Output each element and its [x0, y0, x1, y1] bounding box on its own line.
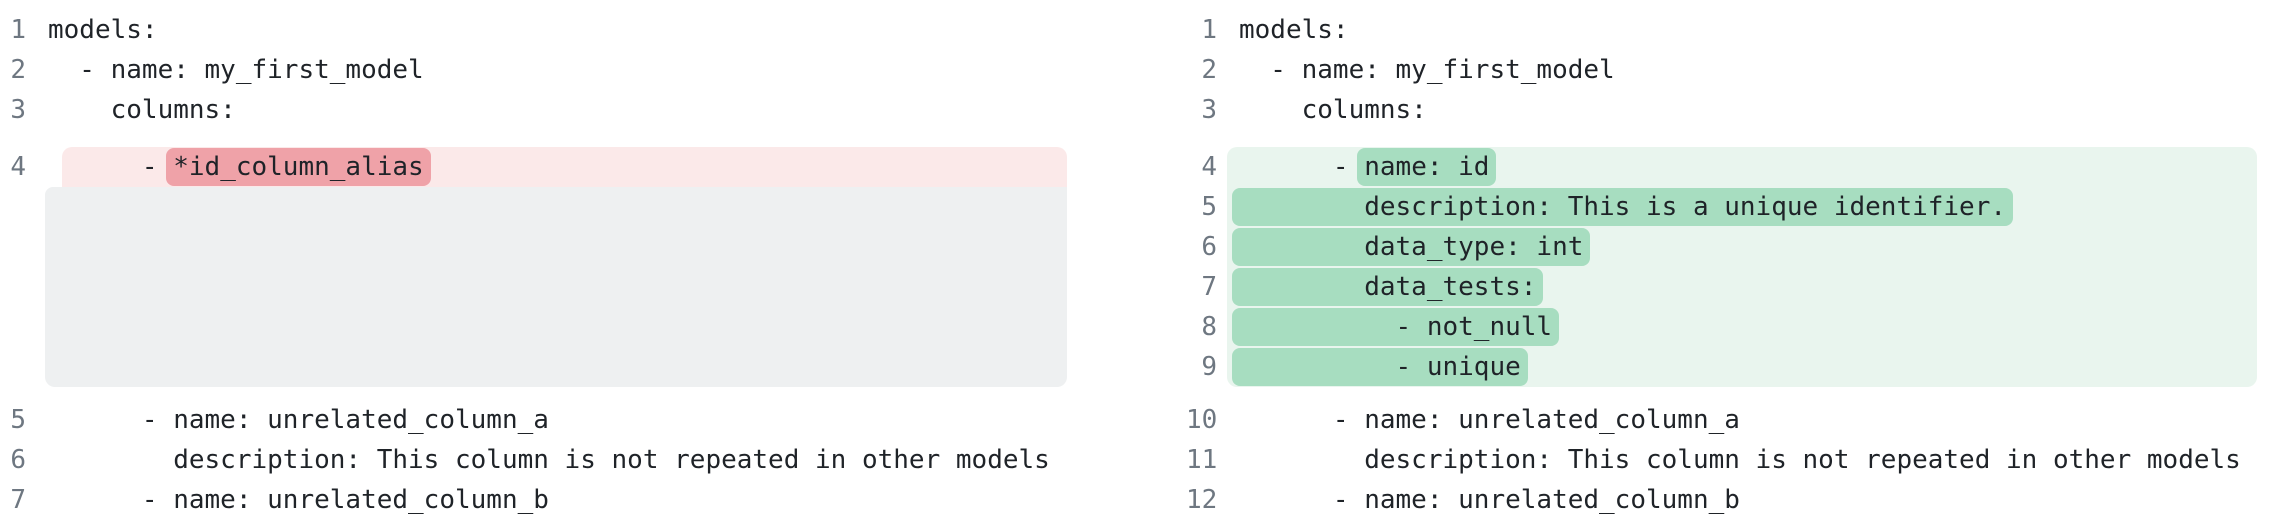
code-text: - name: unrelated_column_b [48, 485, 549, 515]
added-block: 4 - name: id 5 description: This is a un… [1186, 147, 2257, 387]
added-lines-highlight [1227, 147, 2257, 387]
diff-pane-before: 1 models: 2 - name: my_first_model 3 col… [10, 10, 1067, 520]
line-number: 9 [1201, 352, 1217, 382]
code-prefix: - [48, 152, 174, 182]
code-text: - name: unrelated_column_b [1239, 485, 1740, 515]
line-number: 3 [10, 95, 26, 125]
added-code-line: 6 data_type: int [1186, 227, 2257, 267]
code-line: 2 - name: my_first_model [10, 50, 1067, 90]
code-line: 3 columns: [10, 90, 1067, 130]
code-line: 2 - name: my_first_model [1186, 50, 2257, 90]
code-line: 7 - name: unrelated_column_b [10, 480, 1067, 520]
added-token: data_tests: [1232, 268, 1544, 306]
code-text: description: This is a unique identifier… [1232, 187, 2257, 227]
removed-block: 4 - *id_column_alias [10, 147, 1067, 387]
code-text: columns: [1239, 95, 1427, 125]
line-number: 5 [1201, 192, 1217, 222]
line-number: 11 [1186, 445, 1218, 475]
code-line: 6 description: This column is not repeat… [10, 440, 1067, 480]
added-token: - unique [1232, 348, 1528, 386]
line-number: 2 [10, 55, 26, 85]
code-text: models: [1239, 15, 1349, 45]
code-text: columns: [48, 95, 236, 125]
added-token: data_type: int [1232, 228, 1591, 266]
code-text: data_tests: [1232, 267, 2257, 307]
removed-token: *id_column_alias [166, 148, 431, 186]
code-text: - not_null [1232, 307, 2257, 347]
added-token: name: id [1357, 148, 1497, 186]
code-line: 1 models: [1186, 10, 2257, 50]
code-text: - name: unrelated_column_a [1239, 405, 1740, 435]
line-number: 10 [1186, 405, 1218, 435]
code-line: 11 description: This column is not repea… [1186, 440, 2257, 480]
line-number: 6 [10, 445, 26, 475]
code-text: description: This column is not repeated… [48, 445, 1050, 475]
diff-pane-after: 1 models: 2 - name: my_first_model 3 col… [1186, 10, 2257, 520]
added-token: description: This is a unique identifier… [1232, 188, 2014, 226]
code-text: - *id_column_alias [48, 147, 1067, 187]
code-line: 1 models: [10, 10, 1067, 50]
code-text: - name: unrelated_column_a [48, 405, 549, 435]
added-code-line: 9 - unique [1186, 347, 2257, 387]
code-line: 5 - name: unrelated_column_a [10, 400, 1067, 440]
code-line: 10 - name: unrelated_column_a [1186, 400, 2257, 440]
pane-divider-gap [1067, 10, 1186, 520]
added-code-line: 4 - name: id [1186, 147, 2257, 187]
line-number: 5 [10, 405, 26, 435]
alignment-filler-block [45, 187, 1067, 387]
line-number: 8 [1201, 312, 1217, 342]
code-text: models: [48, 15, 158, 45]
line-number: 2 [1201, 55, 1217, 85]
code-text: data_type: int [1232, 227, 2257, 267]
line-number: 4 [1201, 152, 1217, 182]
added-token: - not_null [1232, 308, 1560, 346]
code-text: - name: id [1239, 147, 2257, 187]
added-code-line: 7 data_tests: [1186, 267, 2257, 307]
added-code-line: 5 description: This is a unique identifi… [1186, 187, 2257, 227]
code-prefix: - [1239, 152, 1365, 182]
code-line: 3 columns: [1186, 90, 2257, 130]
code-text: - unique [1232, 347, 2257, 387]
line-number: 1 [1201, 15, 1217, 45]
code-text: - name: my_first_model [1239, 55, 1615, 85]
code-line: 12 - name: unrelated_column_b [1186, 480, 2257, 520]
line-number: 3 [1201, 95, 1217, 125]
line-number: 7 [10, 485, 26, 515]
added-code-line: 8 - not_null [1186, 307, 2257, 347]
line-number: 7 [1201, 272, 1217, 302]
line-number: 6 [1201, 232, 1217, 262]
code-text: - name: my_first_model [48, 55, 424, 85]
code-text: description: This column is not repeated… [1239, 445, 2241, 475]
line-number: 4 [10, 152, 26, 182]
line-number: 1 [10, 15, 26, 45]
line-number: 12 [1186, 485, 1218, 515]
removed-code-line: 4 - *id_column_alias [10, 147, 1067, 187]
